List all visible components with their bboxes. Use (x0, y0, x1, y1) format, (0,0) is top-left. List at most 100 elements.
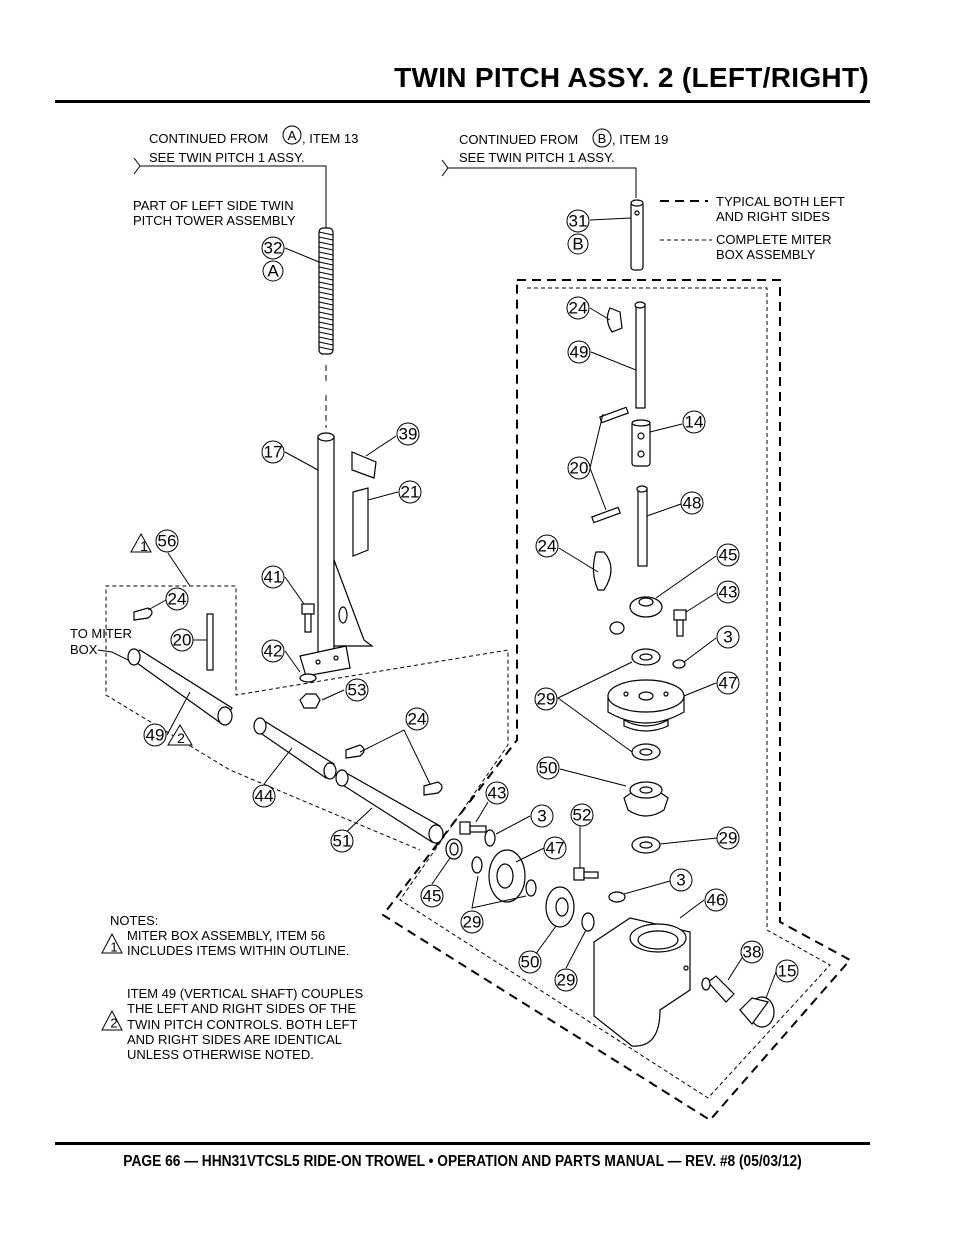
svg-text:TYPICAL BOTH LEFT: TYPICAL BOTH LEFT (716, 194, 845, 209)
thread-mark (318, 281, 334, 286)
thread-mark (318, 316, 334, 321)
svg-text:B: B (572, 235, 583, 254)
svg-text:49: 49 (570, 343, 589, 362)
svg-text:, ITEM 13: , ITEM 13 (302, 131, 358, 146)
svg-text:, ITEM 19: , ITEM 19 (612, 132, 668, 147)
note2-line2: THE LEFT AND RIGHT SIDES OF THE (127, 1001, 356, 1016)
callout-45-left: 45 (420, 884, 444, 908)
shaft-49-left (127, 648, 233, 726)
thread-mark (318, 291, 334, 296)
callout-38: 38 (740, 940, 764, 964)
continued-from-b: CONTINUED FROM B , ITEM 19 SEE TWIN PITC… (441, 128, 668, 198)
callout-50-left: 50 (518, 950, 542, 974)
svg-text:TO MITER: TO MITER (70, 626, 132, 641)
reference-b-circle (592, 128, 612, 148)
svg-text:CONTINUED FROM: CONTINUED FROM (149, 131, 268, 146)
svg-text:47: 47 (546, 839, 565, 858)
callout-50-right: 50 (536, 756, 560, 780)
svg-text:49: 49 (146, 726, 165, 745)
thread-mark (318, 296, 334, 301)
svg-text:52: 52 (573, 806, 592, 825)
callout-20-right: 20 (567, 456, 591, 480)
svg-text:CONTINUED FROM: CONTINUED FROM (459, 132, 578, 147)
key-24-top (606, 307, 623, 333)
svg-text:17: 17 (264, 443, 283, 462)
part-of-left-label: PART OF LEFT SIDE TWIN (133, 198, 294, 213)
callout-52: 52 (570, 803, 594, 827)
thread-mark (318, 306, 334, 311)
thread-mark (318, 246, 334, 251)
thread-mark (318, 241, 334, 246)
svg-text:29: 29 (463, 913, 482, 932)
callout-24-top: 24 (566, 296, 590, 320)
note1-line1: MITER BOX ASSEMBLY, ITEM 56 (127, 928, 325, 943)
callout-31: 31 B (566, 209, 590, 255)
page-footer: PAGE 66 — HHN31VTCSL5 RIDE-ON TROWEL • O… (123, 1153, 802, 1170)
svg-text:3: 3 (676, 871, 685, 890)
callout-20-left: 20 (170, 628, 194, 652)
callout-3-lower: 3 (669, 868, 693, 892)
svg-text:51: 51 (333, 832, 352, 851)
callout-a-letter (262, 260, 284, 282)
callout-3-right: 3 (716, 625, 740, 649)
svg-text:48: 48 (683, 494, 702, 513)
flange-47-right (607, 679, 685, 732)
svg-text:AND RIGHT SIDES: AND RIGHT SIDES (716, 209, 830, 224)
thread-mark (318, 346, 334, 351)
bolt-52 (573, 867, 599, 881)
pin-20-bottom (591, 506, 621, 524)
callout-47-left: 47 (543, 836, 567, 860)
tower-tube-17 (299, 432, 374, 677)
callout-29-right: 29 (534, 687, 558, 711)
shaft-51 (335, 769, 444, 844)
callout-49-left: 49 2 (143, 723, 193, 747)
decal-21 (352, 487, 369, 557)
svg-text:1: 1 (140, 538, 148, 554)
svg-text:43: 43 (719, 583, 738, 602)
note2-line1: ITEM 49 (VERTICAL SHAFT) COUPLES (127, 986, 364, 1001)
callout-43-right: 43 (716, 580, 740, 604)
svg-text:41: 41 (264, 568, 283, 587)
callout-17: 17 (261, 440, 285, 464)
svg-text:20: 20 (173, 631, 192, 650)
bolt-41 (301, 603, 315, 633)
shaft-48 (636, 485, 648, 567)
gear-50-right (623, 781, 669, 817)
svg-text:24: 24 (168, 590, 187, 609)
svg-text:46: 46 (707, 891, 726, 910)
svg-text:50: 50 (521, 953, 540, 972)
callout-46: 46 (704, 888, 728, 912)
svg-text:2: 2 (110, 1016, 117, 1031)
thread-mark (318, 301, 334, 306)
thread-mark (318, 341, 334, 346)
bolt-43-right (673, 609, 687, 637)
svg-text:SEE TWIN PITCH 1 ASSY.: SEE TWIN PITCH 1 ASSY. (149, 150, 305, 165)
line-legend: TYPICAL BOTH LEFT AND RIGHT SIDES COMPLE… (660, 194, 845, 262)
callout-15: 15 (775, 959, 799, 983)
note2-line5: UNLESS OTHERWISE NOTED. (127, 1047, 314, 1062)
keys-24-center (345, 744, 443, 796)
thread-mark (318, 271, 334, 276)
svg-text:3: 3 (537, 807, 546, 826)
svg-text:15: 15 (778, 962, 797, 981)
callout-29-right-lower: 29 (716, 826, 740, 850)
collar-45 (629, 596, 663, 618)
svg-text:BOX ASSEMBLY: BOX ASSEMBLY (716, 247, 816, 262)
svg-text:BOX: BOX (70, 642, 98, 657)
callout-39: 39 (396, 422, 420, 446)
thread-mark (318, 311, 334, 316)
to-miter-box-label: TO MITER BOX (70, 626, 132, 661)
gear-50-left (545, 886, 575, 928)
callout-b-letter (567, 233, 589, 255)
nut-53 (299, 693, 321, 709)
callout-24-left: 24 (165, 587, 189, 611)
svg-text:45: 45 (719, 546, 738, 565)
svg-text:24: 24 (538, 537, 557, 556)
thread-mark (318, 286, 334, 291)
callout-21: 21 (398, 480, 422, 504)
knob-15 (739, 996, 775, 1028)
pin-20-left (206, 613, 214, 671)
callout-45-right: 45 (716, 543, 740, 567)
page-title: TWIN PITCH ASSY. 2 (LEFT/RIGHT) (394, 62, 869, 93)
svg-text:2: 2 (177, 730, 185, 746)
